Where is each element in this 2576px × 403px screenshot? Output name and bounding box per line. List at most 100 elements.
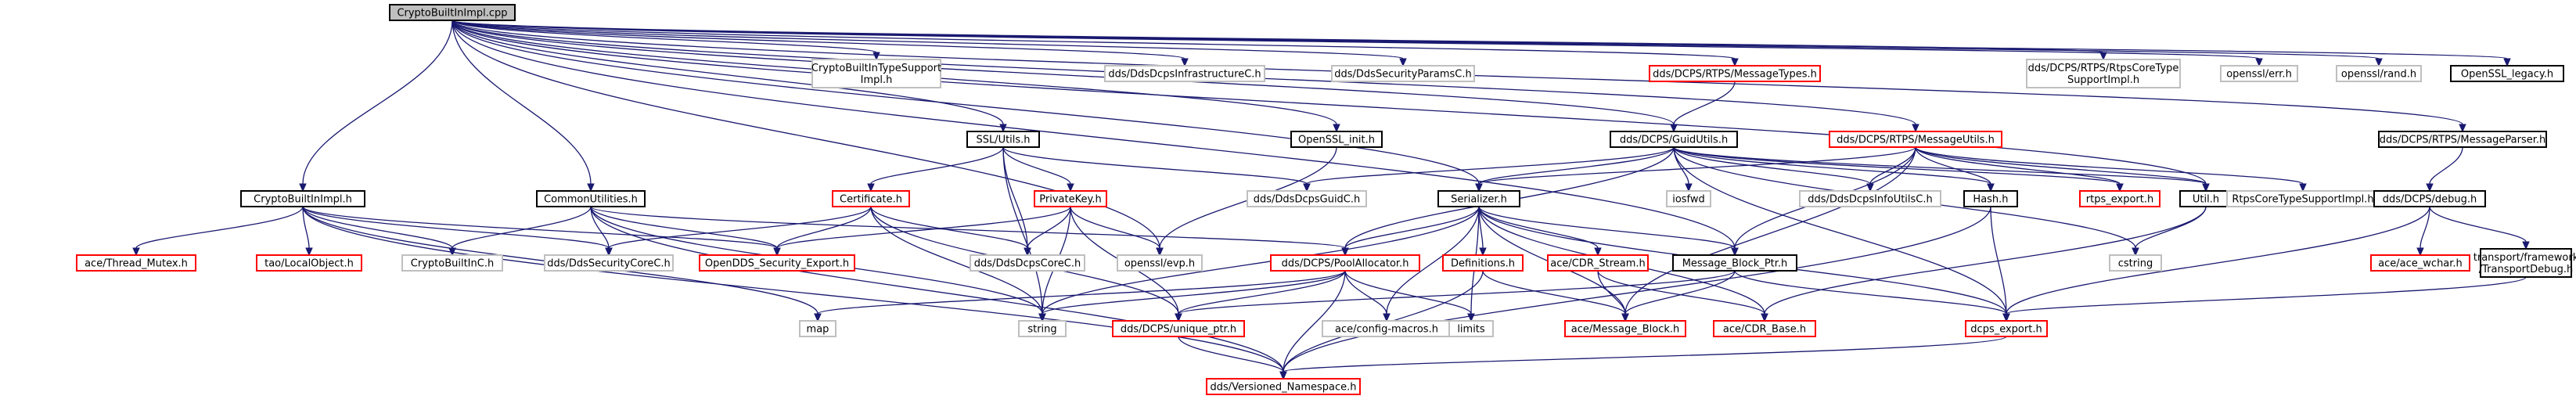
node-box [2480,248,2572,278]
node-label: RtpsCoreTypeSupportImpl.h [2232,194,2373,206]
edge-line [135,206,304,249]
edge-root-to-secparamsc [452,20,1407,67]
node-iosfwd[interactable]: iosfwd [1666,190,1711,207]
node-certificate[interactable]: Certificate.h [832,190,910,207]
node-uniqueptr[interactable]: dds/DCPS/unique_ptr.h [1112,320,1245,337]
node-securityexport[interactable]: OpenDDS_Security_Export.h [699,254,855,272]
node-msgblock[interactable]: ace/Message_Block.h [1564,320,1686,337]
node-poolalloc[interactable]: dds/DCPS/PoolAllocator.h [1270,254,1420,272]
node-box [1610,131,1738,148]
node-label: Hash.h [1973,194,2008,206]
node-box [1564,320,1686,337]
node-dcpscorec[interactable]: dds/DdsDcpsCoreC.h [970,254,1085,272]
node-rtpsexport[interactable]: rtps_export.h [2079,190,2160,207]
node-label: dds/DCPS/unique_ptr.h [1121,324,1236,336]
edge-line [1002,146,1043,315]
node-definitions[interactable]: Definitions.h [1442,254,1524,272]
node-box [1649,65,1821,82]
node-msgblockptr[interactable]: Message_Block_Ptr.h [1672,254,1797,272]
node-infoutilsc[interactable]: dds/DdsDcpsInfoUtilsC.h [1799,190,1941,207]
node-cdrbase[interactable]: ace/CDR_Base.h [1713,320,1816,337]
edge-root-to-serializer [452,20,1483,193]
node-util[interactable]: Util.h [2179,190,2232,207]
edge-line [1027,206,1071,249]
arrowhead [2375,58,2383,67]
node-rtpscoretype[interactable]: dds/DCPS/RTPS/RtpsCoreTypeSupportImpl.h [2026,59,2181,88]
node-debug[interactable]: dds/DCPS/debug.h [2373,190,2486,207]
node-label: iosfwd [1672,194,1705,206]
node-cryptoimplh[interactable]: CryptoBuiltInImpl.h [240,190,365,207]
node-box [970,254,1085,272]
node-box [2373,190,2486,207]
node-opensslerr[interactable]: openssl/err.h [2220,65,2298,82]
node-box [966,131,1040,148]
node-box [2109,254,2162,272]
edge-poolalloc-to-map [814,270,1346,322]
node-msgutils[interactable]: dds/DCPS/RTPS/MessageUtils.h [1829,131,2002,148]
node-localobject[interactable]: tao/LocalObject.h [256,254,362,272]
node-sslutils[interactable]: SSL/Utils.h [966,131,1040,148]
node-configmacros[interactable]: ace/config-macros.h [1322,320,1452,337]
node-versioned[interactable]: dds/Versioned_Namespace.h [1206,378,1361,395]
node-secparamsc[interactable]: dds/DdsSecurityParamsC.h [1331,65,1475,82]
node-guidc[interactable]: dds/DdsDcpsGuidC.h [1247,190,1367,207]
node-rtpscoretypeimpl[interactable]: RtpsCoreTypeSupportImpl.h [2226,190,2380,207]
edge-line [1990,206,2007,315]
node-map[interactable]: map [799,320,836,337]
edge-line [1344,270,1472,315]
node-openssllegacy[interactable]: OpenSSL_legacy.h [2450,65,2564,82]
node-seccorec[interactable]: dds/DdsSecurityCoreC.h [544,254,674,272]
node-label: dds/DCPS/RTPS/MessageUtils.h [1837,135,1995,146]
node-box [1247,190,1367,207]
edge-line [870,146,1004,185]
node-msgtypes[interactable]: dds/DCPS/RTPS/MessageTypes.h [1649,65,1821,82]
edge-line [302,206,778,249]
node-opensslrand[interactable]: openssl/rand.h [2336,65,2422,82]
node-builtinc[interactable]: CryptoBuiltInC.h [401,254,503,272]
edge-line [1283,270,1346,372]
edge-line [1178,336,1284,372]
node-dcpsexport[interactable]: dcps_export.h [1965,320,2048,337]
node-box [389,4,516,21]
node-limits[interactable]: limits [1448,320,1494,337]
node-acewchar[interactable]: ace/ace_wchar.h [2370,254,2470,272]
node-msgparser[interactable]: dds/DCPS/RTPS/MessageParser.h [2378,131,2547,148]
edge-line [452,20,1480,185]
node-opensslevp[interactable]: openssl/evp.h [1117,254,1203,272]
node-transportdebug[interactable]: transport/framework/TransportDebug.h [2473,248,2576,278]
arrowhead [1685,183,1693,193]
node-hash[interactable]: Hash.h [1963,190,2018,207]
node-string[interactable]: string [1018,320,1067,337]
edge-msgtypes-to-guidutils [1670,81,1736,133]
node-root[interactable]: CryptoBuiltInImpl.cpp [389,4,516,21]
arrowhead [814,313,822,322]
edge-msgutils-to-hash [1915,146,1995,193]
node-opensslinit[interactable]: OpenSSL_init.h [1290,131,1383,148]
node-label: string [1027,324,1056,336]
node-cstring[interactable]: cstring [2109,254,2162,272]
edge-line [1306,146,1675,185]
node-threadmutex[interactable]: ace/Thread_Mutex.h [76,254,196,272]
node-commonutils[interactable]: CommonUtilities.h [536,190,646,207]
edge-line [1283,336,2007,372]
arrowhead [2002,313,2010,322]
node-label: ace/ace_wchar.h [2378,258,2463,270]
edge-line [1673,146,2007,315]
node-guidutils[interactable]: dds/DCPS/GuidUtils.h [1610,131,1738,148]
node-label: dds/DCPS/RTPS/MessageParser.h [2380,135,2546,146]
node-infracorec[interactable]: dds/DdsDcpsInfrastructureC.h [1104,65,1265,82]
edge-sslutils-to-dcpscorec [1002,146,1031,257]
edge-sslutils-to-certificate [867,146,1004,193]
arrowhead [1333,124,1340,133]
edge-line [452,20,2207,185]
edge-guidutils-to-rtpsexport [1673,146,2124,193]
edge-privatekey-to-opensslevp [1070,206,1164,257]
edge-root-to-infracorec [452,20,1189,67]
node-label: CryptoBuiltInImpl.h [254,194,352,206]
node-cdrstream[interactable]: ace/CDR_Stream.h [1547,254,1649,272]
node-privatekey[interactable]: PrivateKey.h [1034,190,1107,207]
edge-sslutils-to-string [1002,146,1046,322]
node-serializer[interactable]: Serializer.h [1437,190,1520,207]
node-box [1206,378,1361,395]
